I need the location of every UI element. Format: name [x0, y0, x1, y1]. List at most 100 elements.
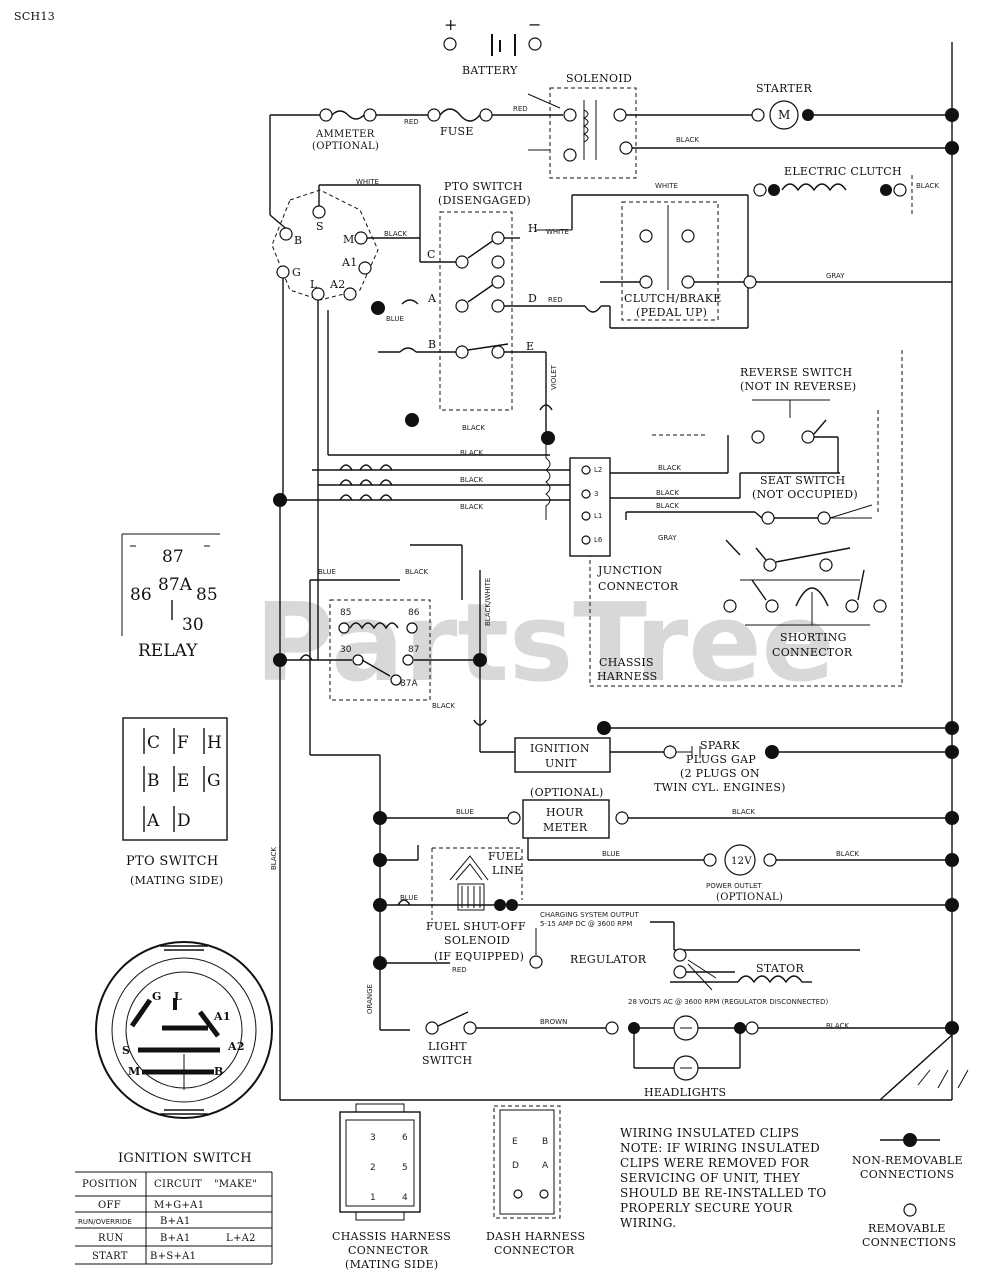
- svg-text:(IF EQUIPPED): (IF EQUIPPED): [434, 950, 524, 963]
- svg-text:SWITCH: SWITCH: [422, 1054, 472, 1067]
- svg-text:BLACK: BLACK: [270, 847, 278, 870]
- starter-motor: STARTER M: [751, 82, 952, 130]
- svg-text:START: START: [92, 1251, 128, 1262]
- svg-text:BLACK: BLACK: [462, 424, 485, 432]
- fuse-label: FUSE: [440, 125, 474, 138]
- svg-text:BLACK: BLACK: [460, 503, 483, 511]
- svg-text:85: 85: [196, 585, 218, 605]
- svg-text:SOLENOID: SOLENOID: [444, 934, 510, 947]
- svg-text:A1: A1: [341, 256, 358, 269]
- svg-text:B+A1: B+A1: [160, 1216, 191, 1227]
- svg-text:RUN/OVERRIDE: RUN/OVERRIDE: [78, 1218, 132, 1226]
- svg-text:(MATING SIDE): (MATING SIDE): [345, 1258, 438, 1271]
- svg-text:POWER OUTLET: POWER OUTLET: [706, 882, 762, 890]
- svg-text:E: E: [526, 340, 534, 353]
- svg-text:B: B: [428, 338, 436, 351]
- svg-text:87: 87: [162, 547, 184, 567]
- svg-text:TWIN CYL. ENGINES): TWIN CYL. ENGINES): [654, 781, 786, 794]
- svg-text:STATOR: STATOR: [756, 962, 804, 975]
- svg-text:"MAKE": "MAKE": [214, 1179, 257, 1190]
- battery-label: BATTERY: [462, 64, 518, 77]
- svg-text:F: F: [177, 733, 189, 753]
- svg-text:L: L: [174, 990, 182, 1003]
- svg-text:CONNECTIONS: CONNECTIONS: [862, 1236, 956, 1249]
- starter-label: STARTER: [756, 82, 812, 95]
- svg-text:(OPTIONAL): (OPTIONAL): [716, 892, 783, 903]
- svg-text:WHITE: WHITE: [356, 178, 379, 186]
- svg-text:A2: A2: [227, 1040, 245, 1053]
- svg-text:H: H: [207, 733, 222, 753]
- svg-text:REGULATOR: REGULATOR: [570, 953, 647, 966]
- svg-text:4: 4: [402, 1193, 408, 1203]
- svg-text:IGNITION SWITCH: IGNITION SWITCH: [118, 1151, 252, 1166]
- svg-text:LIGHT: LIGHT: [428, 1040, 467, 1053]
- svg-text:OFF: OFF: [98, 1200, 121, 1211]
- svg-text:D: D: [512, 1161, 519, 1171]
- svg-text:A: A: [542, 1161, 549, 1171]
- svg-text:M: M: [343, 233, 355, 246]
- svg-text:GRAY: GRAY: [826, 272, 845, 280]
- relay-diagram: 87 86 87A 85 30 RELAY: [121, 533, 220, 661]
- svg-text:NON-REMOVABLE: NON-REMOVABLE: [852, 1154, 963, 1167]
- chassis-harness-connector: 3 6 2 5 1 4 CHASSIS HARNESS CONNECTOR (M…: [332, 1103, 451, 1271]
- svg-text:A2: A2: [329, 278, 346, 291]
- svg-text:(OPTIONAL): (OPTIONAL): [530, 786, 604, 799]
- ignition-switch-face: G L A1 A2 S M B IGNITION SWITCH: [95, 941, 274, 1166]
- svg-text:CIRCUIT: CIRCUIT: [154, 1179, 202, 1190]
- svg-text:B: B: [294, 234, 302, 247]
- svg-text:CHASSIS HARNESS: CHASSIS HARNESS: [332, 1230, 451, 1243]
- svg-text:BLACK: BLACK: [916, 182, 939, 190]
- left-branch: BLACK ORANGE: [270, 755, 419, 1030]
- svg-text:CONNECTIONS: CONNECTIONS: [860, 1168, 954, 1181]
- svg-text:2: 2: [370, 1163, 376, 1173]
- svg-text:VIOLET: VIOLET: [550, 364, 558, 390]
- svg-text:BLACK: BLACK: [732, 808, 755, 816]
- svg-text:28 VOLTS AC @ 3600 RPM (REGULA: 28 VOLTS AC @ 3600 RPM (REGULATOR DISCON…: [628, 998, 828, 1006]
- ignition-unit: IGNITION UNIT SPARK PLUGS GAP (2 PLUGS O…: [514, 721, 952, 794]
- svg-text:87A: 87A: [400, 679, 418, 689]
- svg-text:(MATING SIDE): (MATING SIDE): [130, 874, 223, 887]
- clutch-brake-label: CLUTCH/BRAKE: [624, 292, 722, 305]
- svg-text:SHOULD BE RE-INSTALLED TO: SHOULD BE RE-INSTALLED TO: [620, 1186, 826, 1200]
- shorting-connector: SHORTING CONNECTOR: [723, 539, 887, 659]
- svg-text:RED: RED: [548, 296, 563, 304]
- svg-text:C: C: [147, 733, 160, 753]
- svg-text:S: S: [316, 220, 324, 233]
- svg-text:CONNECTOR: CONNECTOR: [598, 580, 679, 593]
- svg-text:D: D: [528, 292, 537, 305]
- svg-text:E: E: [177, 771, 189, 791]
- ammeter-sub: (OPTIONAL): [312, 141, 379, 152]
- svg-text:5-15 AMP DC @ 3600 RPM: 5-15 AMP DC @ 3600 RPM: [540, 920, 632, 928]
- svg-text:BLACK: BLACK: [658, 464, 681, 472]
- svg-text:L2: L2: [594, 466, 602, 474]
- power-outlet: BLUE 12V BLACK POWER OUTLET (OPTIONAL): [528, 844, 952, 903]
- svg-text:85: 85: [340, 608, 351, 618]
- sheet-id: SCH13: [14, 10, 55, 23]
- svg-text:RUN: RUN: [98, 1233, 124, 1244]
- svg-text:RED: RED: [452, 966, 467, 974]
- watermark: PartsTree: [255, 581, 835, 706]
- svg-text:CHASSIS: CHASSIS: [599, 656, 654, 669]
- svg-text:L6: L6: [594, 536, 603, 544]
- svg-text:30: 30: [340, 645, 352, 655]
- seat-switch-label: SEAT SWITCH: [760, 474, 846, 487]
- fuel-shutoff-solenoid: FUEL LINE BLUE FUEL SHUT-OFF SOLENOID (I…: [380, 847, 952, 974]
- svg-text:6: 6: [402, 1133, 408, 1143]
- svg-text:RED: RED: [404, 118, 419, 126]
- svg-text:BLACK: BLACK: [656, 489, 679, 497]
- svg-text:SHORTING: SHORTING: [780, 631, 847, 644]
- svg-text:1: 1: [370, 1193, 376, 1203]
- electric-clutch-label: ELECTRIC CLUTCH: [784, 165, 902, 178]
- svg-text:BLUE: BLUE: [400, 894, 418, 902]
- legend: NON-REMOVABLE CONNECTIONS REMOVABLE CONN…: [852, 1133, 963, 1249]
- hour-meter: (OPTIONAL) HOUR METER BLUE BLACK: [380, 786, 952, 860]
- svg-text:BLACK: BLACK: [405, 568, 428, 576]
- svg-text:CONNECTOR: CONNECTOR: [772, 646, 853, 659]
- light-switch-headlights: LIGHT SWITCH BROWN BLACK HEADLIGHTS: [380, 1011, 952, 1099]
- svg-text:BLACK/WHITE: BLACK/WHITE: [484, 578, 492, 626]
- svg-text:D: D: [177, 811, 191, 831]
- svg-text:PROPERLY SECURE YOUR: PROPERLY SECURE YOUR: [620, 1201, 793, 1215]
- seat-switch: SEAT SWITCH (NOT OCCUPIED): [752, 474, 873, 525]
- svg-text:L1: L1: [594, 512, 602, 520]
